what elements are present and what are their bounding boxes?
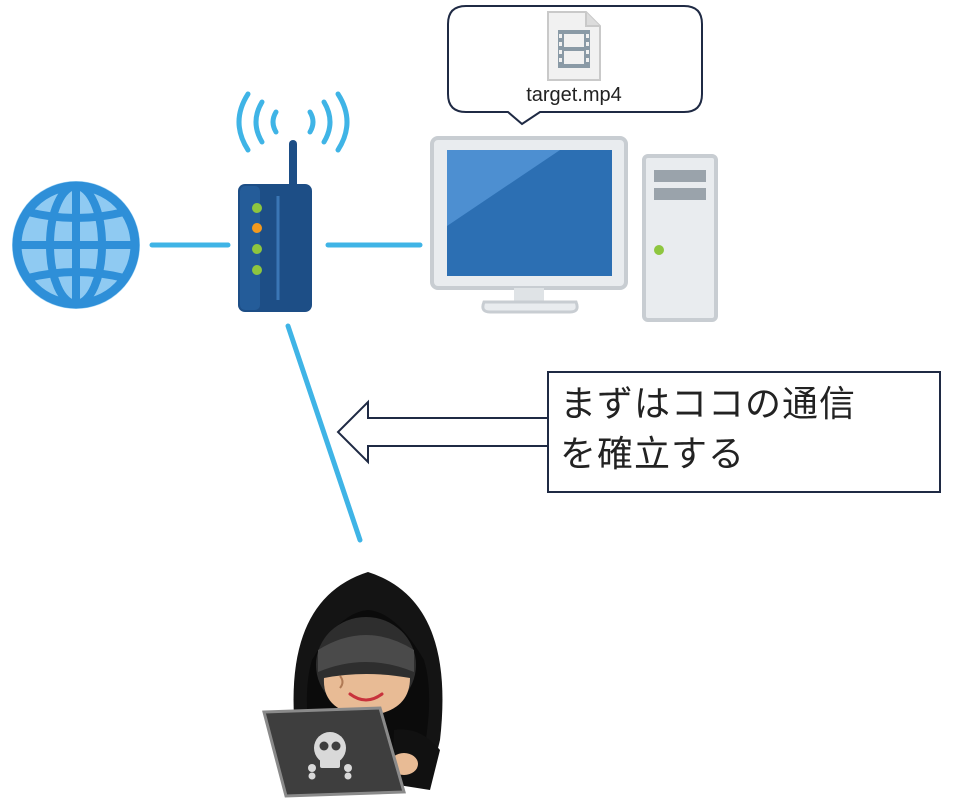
connection-lines <box>149 242 423 543</box>
link-router-attacker <box>285 323 363 543</box>
file-speech-bubble: target.mp4 <box>447 5 703 126</box>
video-file-icon <box>547 11 601 81</box>
desktop-computer-icon <box>430 136 718 322</box>
skull-icon <box>308 732 352 780</box>
wifi-router-icon <box>236 91 350 312</box>
pc-tower <box>642 154 718 322</box>
laptop <box>262 706 406 798</box>
globe-icon <box>12 181 140 309</box>
file-name-label: target.mp4 <box>526 84 622 106</box>
callout-box <box>547 371 941 493</box>
callout-text: まずはココの通信 を確立する <box>560 384 857 475</box>
hooded-hacker-icon <box>262 572 443 798</box>
wifi-signal-icon <box>236 91 350 153</box>
left-arrow-icon <box>336 399 548 465</box>
monitor <box>430 136 628 314</box>
